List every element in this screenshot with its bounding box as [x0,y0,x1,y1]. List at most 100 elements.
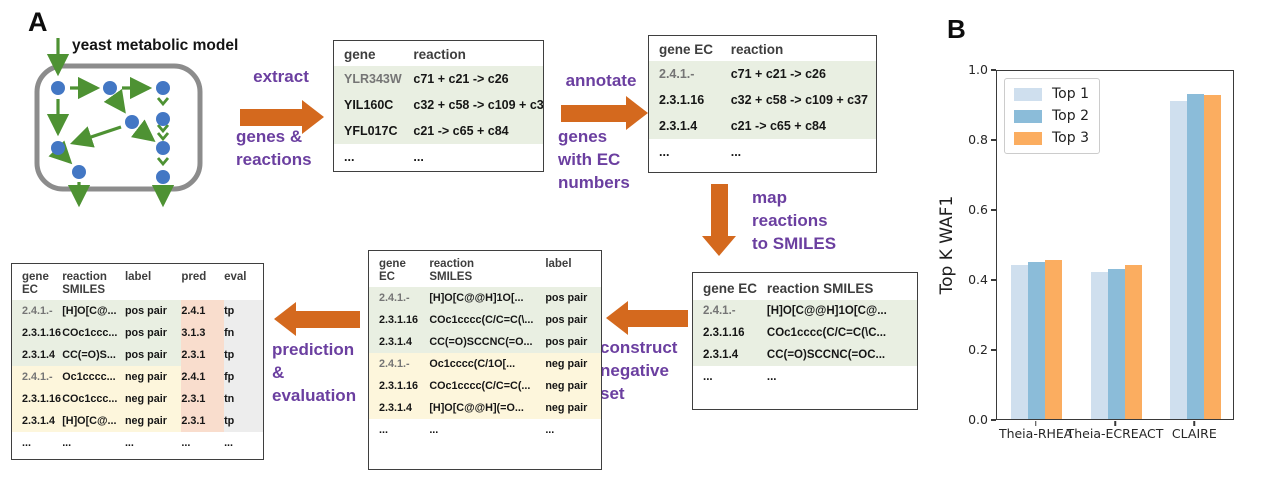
y-tick-mark [991,279,996,281]
cell: pos pair [545,331,601,353]
cell: pos pair [124,344,182,366]
cell: [H]O[C@... [62,410,125,432]
y-tick-label: 1.0 [968,62,988,77]
cell: ... [659,145,670,159]
cell: pos pair [124,322,182,344]
cell: 2.4.1.- [369,287,430,309]
cell: 2.3.1.16 [369,309,430,331]
cell: pos pair [545,287,601,309]
column-header: gene EC [379,258,406,283]
cell: ... [429,424,439,436]
column-header: pred [181,271,207,283]
cell: ... [344,150,355,164]
column-header: label [545,258,572,270]
table-row: ............... [12,432,263,454]
cell: 2.4.1.- [12,366,63,388]
prediction-evaluation-arrow [274,302,360,336]
bar-top-1-theia-rhea [1011,265,1029,419]
legend-label: Top 2 [1052,108,1089,124]
cell: 2.3.1.4 [12,410,63,432]
x-tick-label: Theia-RHEA [998,426,1073,441]
x-tick-label: Theia-ECREACT [1066,426,1164,441]
y-tick-mark [991,69,996,71]
bar-top-2-claire [1186,93,1204,419]
cell: 2.3.1.4 [369,397,430,419]
cell: 2.3.1 [181,344,225,366]
cell: neg pair [124,388,182,410]
cell: pos pair [545,309,601,331]
column-header: gene EC [659,42,714,57]
cell: tn [224,388,263,410]
step-construct-negative-lines: construct negative set [600,338,678,403]
table-row: 2.4.1.-[H]O[C@@H]1O[...pos pair [369,287,601,309]
cell: 2.3.1 [181,388,225,410]
cell: fn [224,322,263,344]
cell: Oc1cccc(C/1O[... [429,353,546,375]
legend-label: Top 1 [1052,86,1089,102]
cell: Oc1cccc... [62,366,125,388]
cell: neg pair [545,397,601,419]
x-tick-mark [1034,421,1037,426]
y-tick-label: 0.8 [968,132,988,147]
x-tick-label: CLAIRE [1171,426,1217,441]
extract-arrow [240,100,324,134]
cell: 2.3.1.16 [693,322,767,344]
cell: c32 + c58 -> c109 + c37 [730,87,876,113]
bar-top-2-theia-rhea [1028,261,1046,419]
cell: ... [379,424,388,436]
metabolite-nodes [51,81,170,184]
y-tick-mark [991,349,996,351]
y-tick-mark [991,419,996,421]
column-header: reaction SMILES [429,258,475,283]
bar-top-1-theia-ecreact [1090,272,1108,419]
cell: 2.3.1.16 [649,87,731,113]
table-row: ...... [693,366,917,388]
cell: 2.4.1.- [649,61,731,87]
cell: CC(=O)S... [62,344,125,366]
x-tick-mark [1193,421,1196,426]
cell: neg pair [545,353,601,375]
table-row: 2.4.1.-c71 + c21 -> c26 [649,61,876,87]
reaction-arrows [46,38,175,208]
cell: [H]O[C@@H]1O[... [429,287,546,309]
table-row: ...... [649,139,876,165]
table-row: 2.4.1.-[H]O[C@@H]1O[C@... [693,300,917,322]
cell: c21 -> c65 + c84 [413,118,543,144]
cell: CC(=O)SCCNC(=OC... [766,344,917,366]
step-extract-title: extract [253,67,309,86]
legend-entry: Top 2 [1014,108,1089,124]
y-tick-mark [991,209,996,211]
step-extract-lines: genes & reactions [236,127,312,169]
header-row: gene EC reaction SMILES label [369,251,601,287]
y-tick-label: 0.6 [968,202,988,217]
column-header: gene [344,47,376,62]
cell: COc1cccc(C/C=C(\C... [766,322,917,344]
table-row: ......... [369,419,601,441]
cell: [H]O[C@@H](=O... [429,397,546,419]
cell: 2.3.1 [181,410,225,432]
y-tick-label: 0.2 [968,342,988,357]
cell: ... [22,437,31,449]
step-map-smiles-lines: map reactions to SMILES [752,188,837,253]
bar-top-3-theia-rhea [1045,259,1063,419]
cell: COc1ccc... [62,322,125,344]
cell: neg pair [545,375,601,397]
map-smiles-arrow [702,184,736,256]
cell: ... [730,145,742,159]
table-row: ...... [334,144,543,170]
